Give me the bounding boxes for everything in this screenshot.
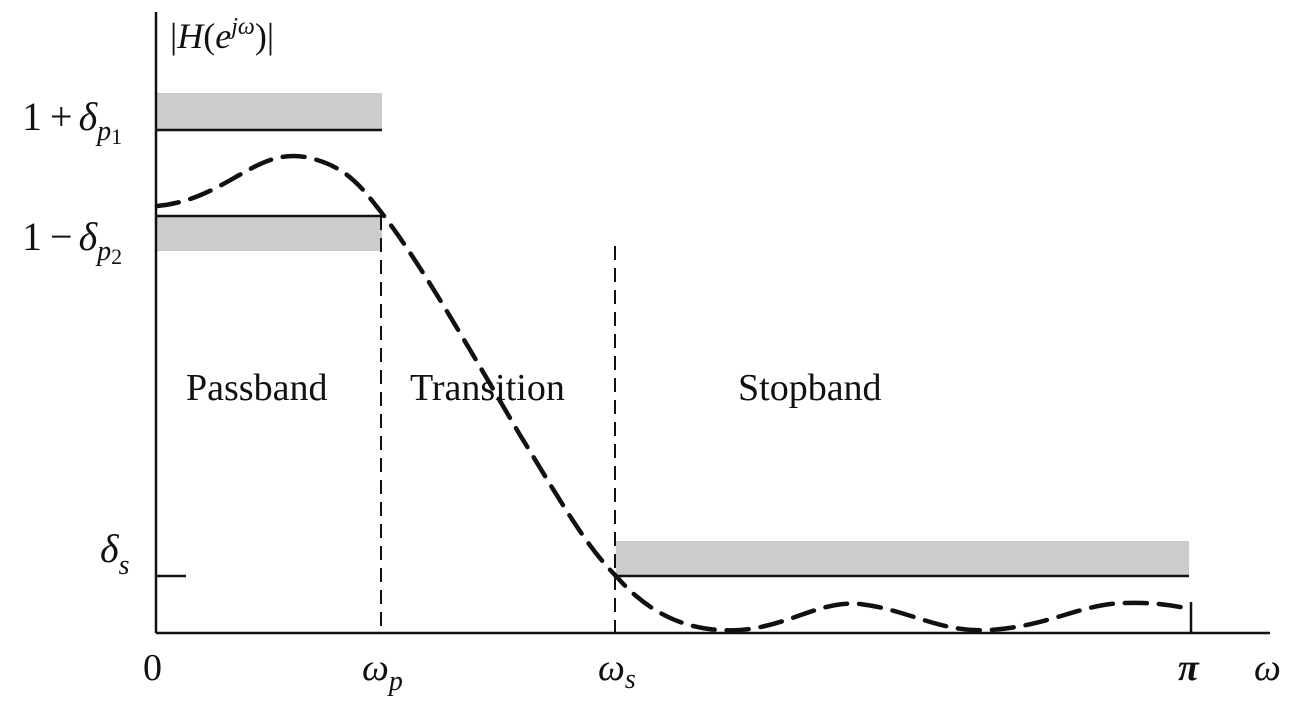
upper-label-sub-p: p [95, 116, 111, 147]
upper-passband-tolerance-band [157, 93, 382, 130]
y-axis-label-paren-close: ) [255, 16, 267, 56]
y-axis-label: |H(ejω)| [170, 14, 274, 56]
lower-label-sub-two: 2 [111, 244, 122, 269]
y-axis-label-bar-right: | [267, 16, 274, 56]
x-axis-pi-label: π [1178, 647, 1200, 689]
omega-s-subscript: s [625, 664, 636, 695]
upper-passband-tolerance-label: 1+δp1 [22, 94, 122, 149]
x-axis-omega-label: ω [1254, 647, 1281, 689]
frequency-response-curve [154, 153, 1193, 633]
y-axis-label-exponent: jω [228, 14, 255, 40]
stop-label-delta: δ [100, 526, 120, 571]
lower-passband-tolerance-band [157, 216, 382, 251]
passband-region-label: Passband [186, 367, 327, 409]
passband-edge-frequency-label: ωp [362, 647, 403, 697]
upper-label-delta: δ [79, 94, 99, 139]
x-axis-origin-label: 0 [143, 647, 162, 689]
upper-label-one: 1 [22, 94, 42, 139]
y-axis-label-e: e [215, 16, 231, 56]
y-axis-label-bar-left: | [170, 16, 177, 56]
stop-label-sub-s: s [119, 550, 130, 581]
lower-label-delta: δ [79, 214, 99, 259]
stopband-edge-frequency-label: ωs [598, 647, 636, 695]
upper-label-sub-one: 1 [111, 124, 122, 149]
lower-label-sub-p: p [95, 236, 111, 267]
y-axis-label-paren-open: ( [203, 16, 215, 56]
stopband-tolerance-band [616, 541, 1189, 577]
omega-p-symbol: ω [362, 647, 389, 689]
transition-region-label: Transition [410, 367, 565, 409]
omega-s-symbol: ω [598, 647, 625, 689]
lower-label-minus: − [50, 214, 73, 259]
y-axis-label-h: H [176, 16, 205, 56]
lower-label-one: 1 [22, 214, 42, 259]
lower-passband-tolerance-label: 1−δp2 [22, 214, 122, 269]
omega-p-subscript: p [387, 666, 403, 697]
stopband-region-label: Stopband [738, 367, 882, 409]
upper-label-plus: + [50, 94, 73, 139]
stopband-tolerance-label: δs [100, 526, 130, 581]
